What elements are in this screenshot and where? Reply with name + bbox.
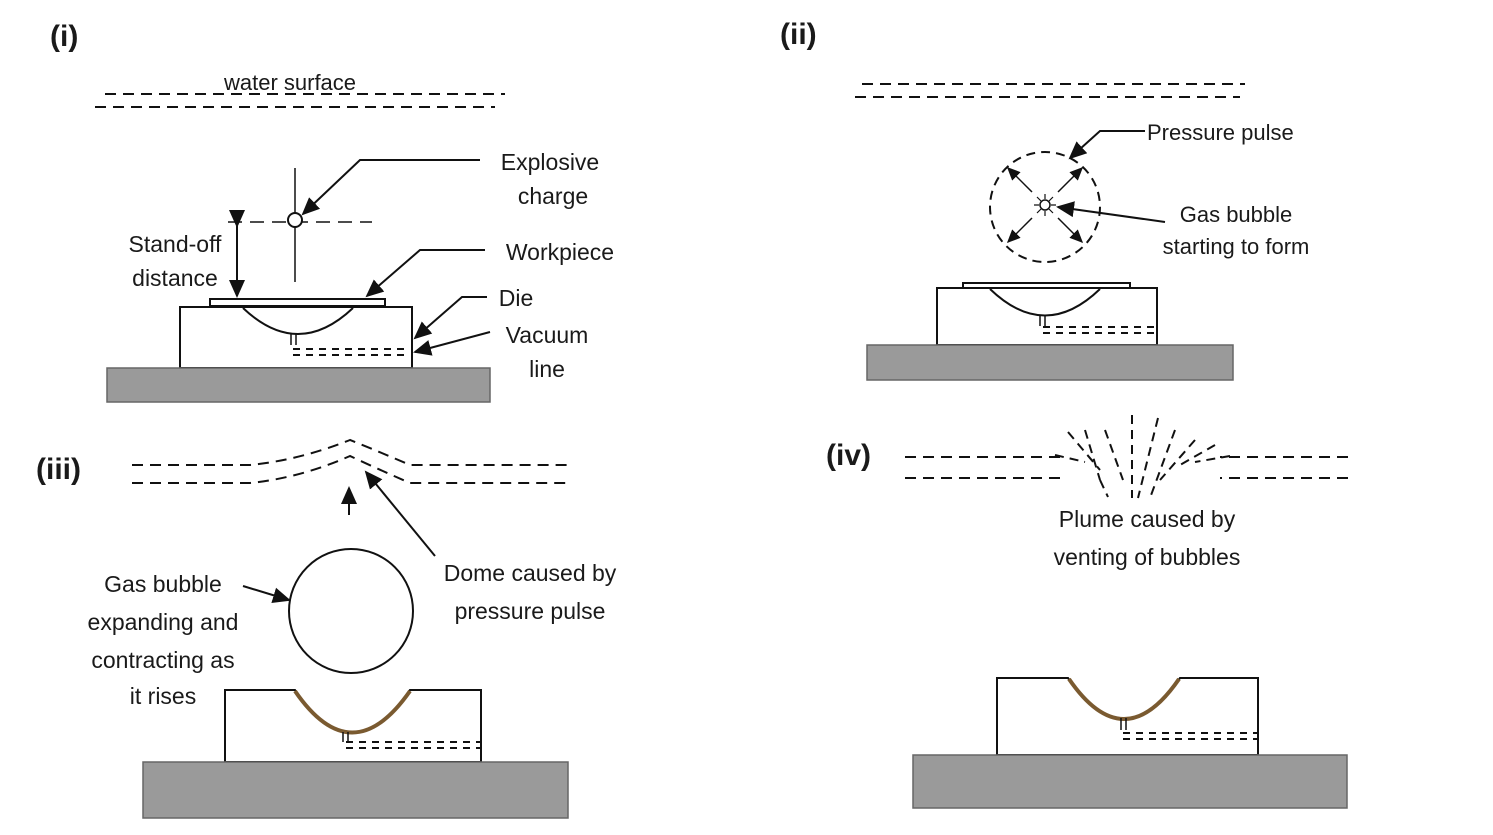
dome-leader xyxy=(364,470,436,557)
gas-bubble-leader xyxy=(242,585,291,603)
die-leader xyxy=(413,296,487,340)
explosive-charge-icon xyxy=(228,168,372,282)
panel-label-i: (i) xyxy=(50,20,78,53)
die xyxy=(224,689,482,763)
workpiece-leader xyxy=(365,249,485,298)
gas-bubble-label: starting to form xyxy=(1163,234,1310,259)
plume-label: venting of bubbles xyxy=(1054,544,1241,570)
vacuum-leader xyxy=(413,331,491,356)
vent-hole xyxy=(290,334,297,345)
water-surface-dome xyxy=(132,438,568,466)
base-plate xyxy=(866,344,1234,381)
formed-workpiece xyxy=(1067,677,1181,721)
panel-label-iii: (iii) xyxy=(36,453,81,486)
standoff-label: Stand-off xyxy=(129,231,223,257)
die xyxy=(996,677,1259,756)
workpiece xyxy=(962,282,1131,289)
water-surface-label: water surface xyxy=(223,70,356,95)
panel-iii: (iii) Gas bubble expanding and contracti… xyxy=(36,438,617,819)
explosive-label: Explosive xyxy=(501,149,599,175)
dome-label: pressure pulse xyxy=(455,598,606,624)
gas-bubble-star-icon xyxy=(1034,194,1056,216)
base-plate xyxy=(142,761,569,819)
vacuum-label: line xyxy=(529,356,565,382)
panel-label-iv: (iv) xyxy=(826,439,871,472)
plume-lines xyxy=(1054,415,1231,499)
pressure-arrows xyxy=(1006,166,1084,244)
panel-iv: (iv) Plume caused by venting of bubbles xyxy=(826,415,1355,809)
gas-bubble-label: contracting as xyxy=(91,647,234,673)
gas-bubble-label: it rises xyxy=(130,683,196,709)
base-plate xyxy=(106,367,491,403)
workpiece-label: Workpiece xyxy=(506,239,614,265)
vent-hole xyxy=(1039,315,1046,326)
vacuum-line xyxy=(1123,732,1258,740)
explosive-leader xyxy=(301,159,480,216)
gas-bubble-label: Gas bubble xyxy=(1180,202,1293,227)
vacuum-label: Vacuum xyxy=(506,322,589,348)
workpiece xyxy=(209,298,386,307)
gas-bubble-label: expanding and xyxy=(88,609,239,635)
vacuum-line xyxy=(1043,326,1157,334)
water-surface-dome xyxy=(132,454,568,484)
formed-workpiece xyxy=(293,689,412,735)
gas-bubble-leader xyxy=(1056,201,1166,223)
standoff-label: distance xyxy=(132,265,218,291)
die-label: Die xyxy=(499,285,534,311)
plume-label: Plume caused by xyxy=(1059,506,1236,532)
panel-label-ii: (ii) xyxy=(780,18,817,51)
panel-ii: (ii) Pressure pulse Gas bubble starting … xyxy=(780,18,1310,381)
panel-i: (i) water surface Stand-off distance Exp… xyxy=(50,20,614,403)
die-cavity xyxy=(242,307,354,335)
dome-label: Dome caused by xyxy=(444,560,617,586)
pressure-pulse-circle xyxy=(989,151,1101,263)
vacuum-line xyxy=(346,741,481,749)
vacuum-line xyxy=(293,348,410,356)
gas-bubble-label: Gas bubble xyxy=(104,571,222,597)
vent-hole xyxy=(342,732,349,742)
explosive-label: charge xyxy=(518,183,588,209)
base-plate xyxy=(912,754,1348,809)
vent-hole xyxy=(1120,718,1127,730)
pressure-pulse-label: Pressure pulse xyxy=(1147,120,1294,145)
gas-bubble xyxy=(288,548,414,674)
pressure-pulse-leader xyxy=(1068,130,1145,160)
